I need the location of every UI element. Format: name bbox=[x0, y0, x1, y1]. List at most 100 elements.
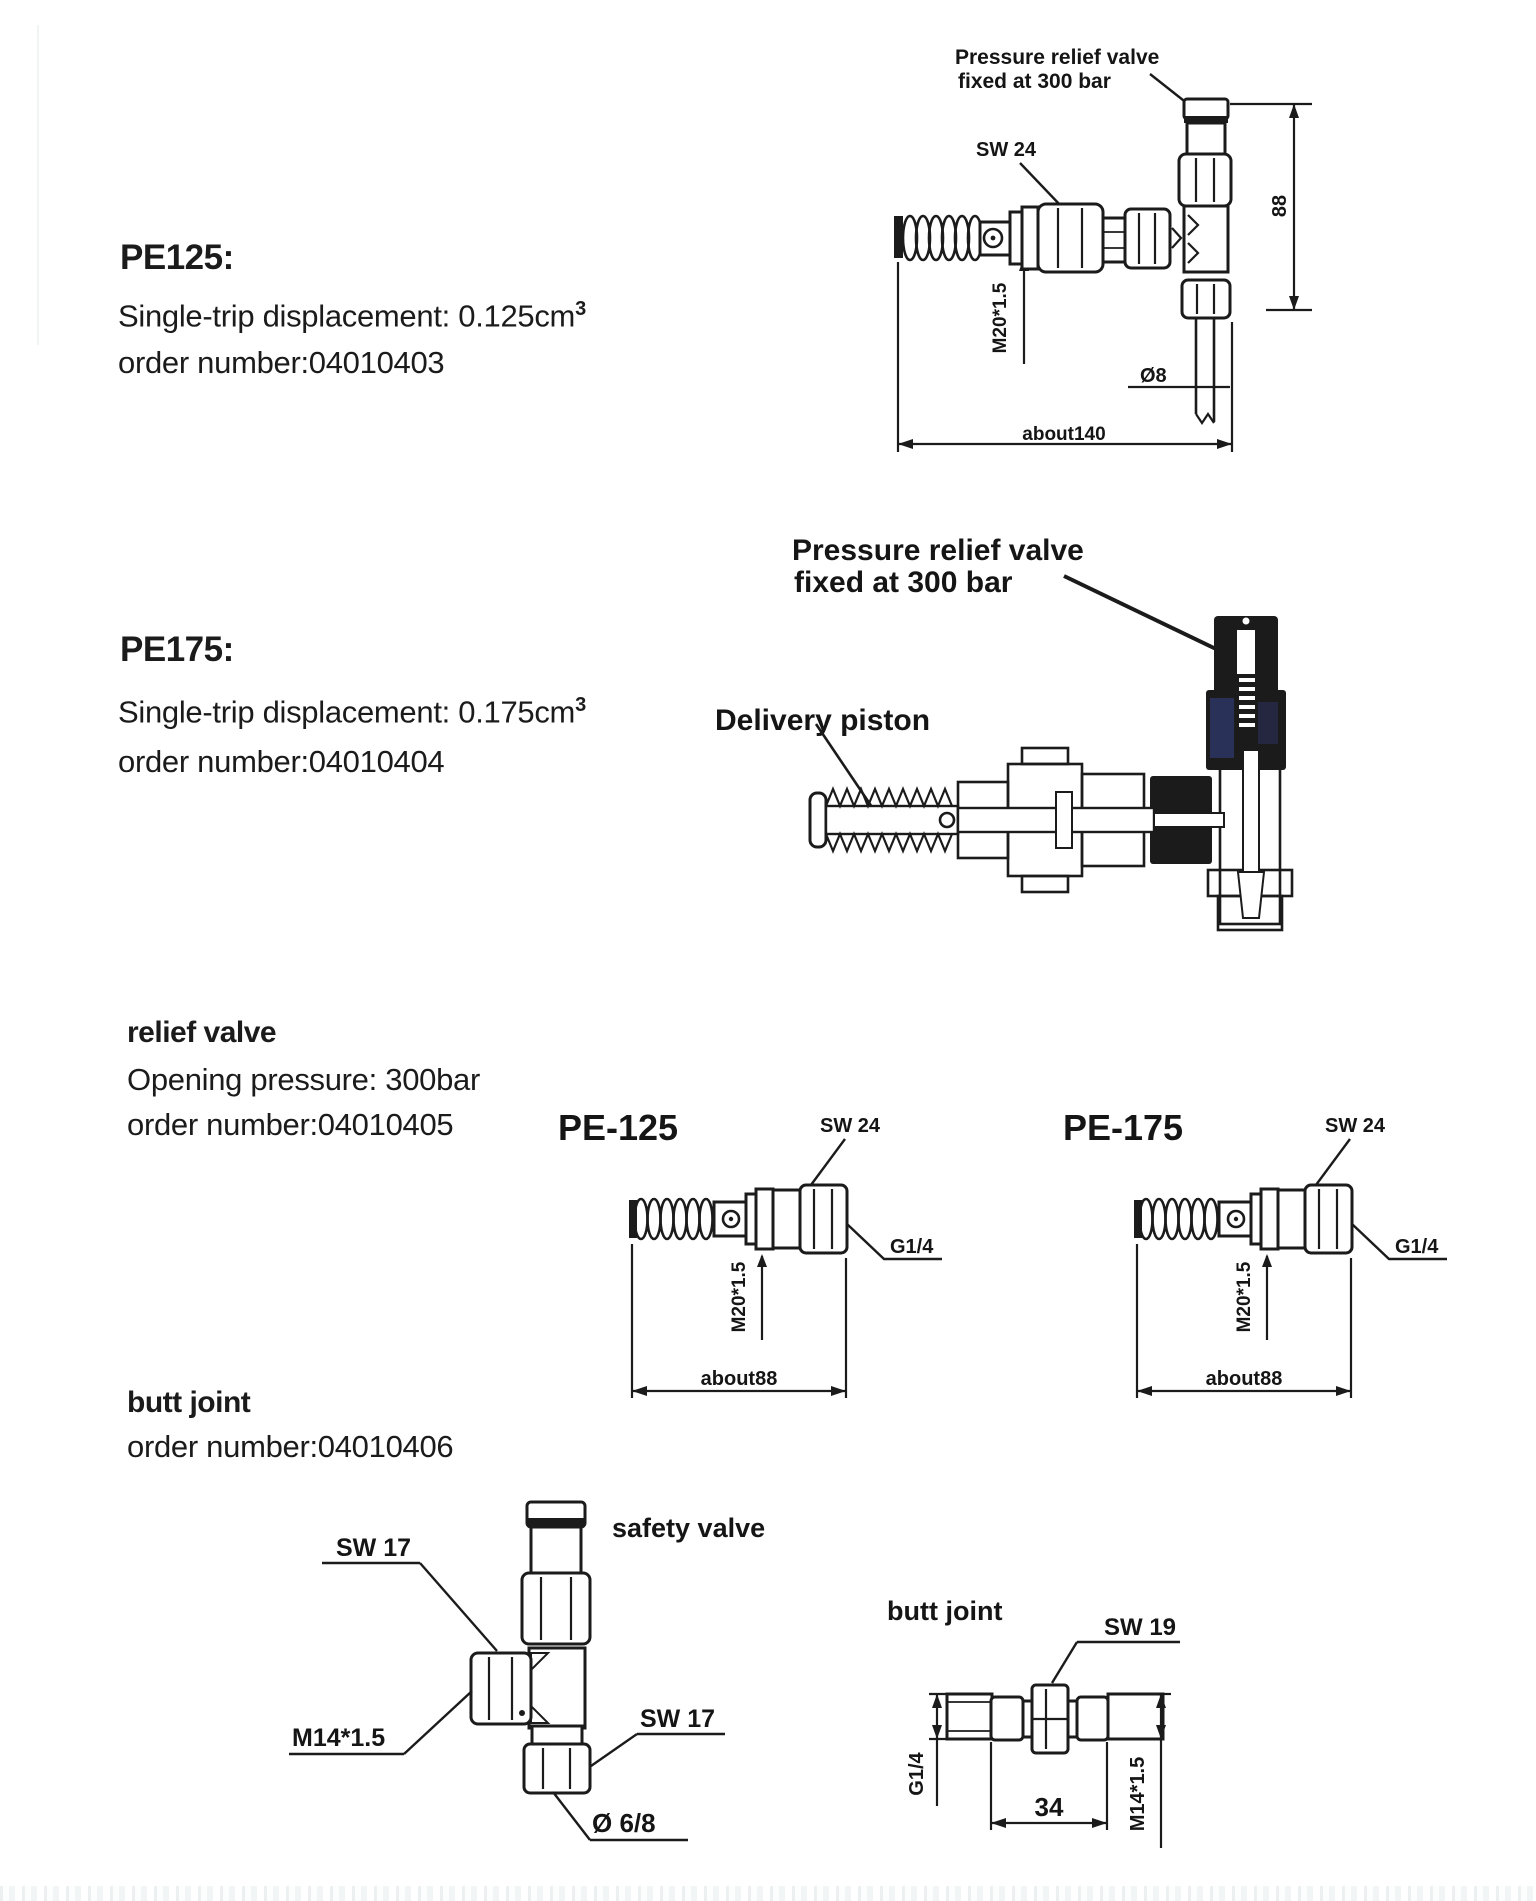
bj-right-tube bbox=[1106, 1692, 1165, 1741]
bj-right-fitting bbox=[1075, 1695, 1110, 1742]
dimension-about140: about140 bbox=[896, 262, 1234, 452]
sv-bottom-hex bbox=[522, 1742, 592, 1795]
sv-sw17-right-label: SW 17 bbox=[640, 1705, 715, 1733]
variant-pe175-heading: PE-175 bbox=[1063, 1107, 1183, 1148]
relief-valve-diagrams: PE-125 SW 24 G1/4 M20*1.5 about88 PE-175… bbox=[558, 1107, 1449, 1400]
pe125-rv-length: about88 bbox=[701, 1368, 778, 1390]
tee-body bbox=[1182, 204, 1230, 274]
spring bbox=[901, 214, 984, 262]
sv-upper-body bbox=[529, 1525, 583, 1575]
pe125-relief-leader bbox=[1149, 73, 1189, 105]
sv-sw17-top-label: SW 17 bbox=[336, 1534, 411, 1562]
pe175-displacement: Single-trip displacement: 0.175cm3 bbox=[118, 694, 586, 730]
pe175-diagram: Pressure relief valve fixed at 300 bar D… bbox=[715, 534, 1294, 932]
pe125-diagram: Pressure relief valve fixed at 300 bar S… bbox=[894, 46, 1312, 452]
pe125-displacement-text: Single-trip displacement: 0.125cm bbox=[118, 298, 576, 334]
pe125-thread-label: M20*1.5 bbox=[990, 282, 1011, 353]
lower-hex bbox=[1180, 278, 1232, 320]
pe125-sw24-label: SW 24 bbox=[976, 139, 1037, 161]
relief-valve-pressure: Opening pressure: 300bar bbox=[127, 1062, 480, 1097]
valve-seat-slot bbox=[1055, 791, 1073, 849]
sv-side-nut bbox=[469, 1651, 533, 1726]
butt-joint-diagram: butt joint SW 19 G1/4 bbox=[887, 1596, 1180, 1848]
pe175-displacement-text: Single-trip displacement: 0.175cm bbox=[118, 694, 576, 730]
pe125-length-label: about140 bbox=[1022, 424, 1105, 445]
pe125-displacement: Single-trip displacement: 0.125cm3 bbox=[118, 298, 586, 334]
sv-sw17-top-leader bbox=[419, 1562, 498, 1652]
pe125-rv-sw24: SW 24 bbox=[820, 1115, 881, 1137]
pe175-relief-leader bbox=[1063, 574, 1217, 651]
bj-fitting bbox=[929, 1683, 1171, 1755]
pe175-rv-thread: M20*1.5 bbox=[1234, 1261, 1255, 1332]
pe125-relief-valve-stack bbox=[1177, 97, 1233, 425]
bj-port-label: G1/4 bbox=[906, 1751, 928, 1795]
piston-end-cap bbox=[808, 791, 828, 849]
bj-dimension-m14: M14*1.5 bbox=[1127, 1694, 1166, 1848]
pe175-rv-length: about88 bbox=[1206, 1368, 1283, 1390]
valve-slot bbox=[1237, 630, 1255, 674]
pe175-relief-label-line1: Pressure relief valve bbox=[792, 534, 1084, 567]
variant-pe125-heading: PE-125 bbox=[558, 1107, 678, 1148]
pe125-rv-thread: M20*1.5 bbox=[729, 1261, 750, 1332]
bore-through-nut bbox=[1153, 812, 1225, 828]
pe125-order-number: order number:04010403 bbox=[118, 345, 445, 380]
bj-left-fitting bbox=[989, 1695, 1025, 1742]
pe175-relief-label-line2: fixed at 300 bar bbox=[794, 566, 1013, 599]
dimension-88: 88 bbox=[1230, 102, 1312, 312]
sv-m14-label: M14*1.5 bbox=[292, 1724, 385, 1752]
pe125-sw24-leader bbox=[1019, 162, 1063, 208]
spring-end-cap bbox=[894, 216, 903, 258]
pump-housing-section bbox=[956, 734, 1294, 932]
pe125-rv-g14: G1/4 bbox=[890, 1236, 934, 1258]
pe125-relief-label-line1: Pressure relief valve bbox=[955, 46, 1159, 69]
relief-valve-drawing bbox=[629, 1138, 942, 1398]
valve-hex bbox=[1177, 152, 1233, 208]
sv-m14-leader bbox=[403, 1690, 473, 1755]
butt-joint-title: butt joint bbox=[127, 1386, 251, 1419]
pe125-tube-label: Ø8 bbox=[1140, 365, 1167, 387]
sv-tube-leader bbox=[552, 1791, 591, 1841]
pe125-relief-label-line2: fixed at 300 bar bbox=[958, 70, 1111, 93]
relief-valve-title: relief valve bbox=[127, 1016, 277, 1049]
tube-break bbox=[1195, 412, 1215, 425]
bj-thread-label: M14*1.5 bbox=[1127, 1757, 1149, 1832]
safety-valve-diagram: SW 17 safety valve M14*1.5 SW 17 bbox=[289, 1500, 765, 1842]
hex-nut-sw24 bbox=[1036, 202, 1105, 274]
piston-eye bbox=[982, 227, 1004, 249]
valve-blue-tint bbox=[1210, 698, 1234, 758]
bj-label: butt joint bbox=[887, 1596, 1002, 1626]
bj-sw19-leader bbox=[1050, 1641, 1079, 1684]
safety-valve-label: safety valve bbox=[612, 1513, 765, 1543]
pe175-rv-g14: G1/4 bbox=[1395, 1236, 1439, 1258]
spring-coils-bottom bbox=[824, 831, 954, 854]
pe175-piston-leader bbox=[814, 723, 880, 817]
pe175-displacement-sup: 3 bbox=[575, 694, 586, 716]
bj-dimension-34: 34 bbox=[989, 1742, 1109, 1830]
sv-tube-label: Ø 6/8 bbox=[592, 1808, 656, 1838]
flow-chevron bbox=[1171, 227, 1183, 249]
scan-artifact-noise bbox=[0, 1886, 1536, 1901]
pe175-rv-sw24: SW 24 bbox=[1325, 1115, 1386, 1137]
pe125-title: PE125: bbox=[120, 238, 234, 277]
union-nut bbox=[1123, 207, 1172, 270]
pe125-displacement-sup: 3 bbox=[575, 298, 586, 320]
safety-valve-body bbox=[469, 1500, 592, 1795]
bj-dimension-g14: G1/4 bbox=[906, 1694, 942, 1806]
bj-left-tube bbox=[945, 1692, 994, 1741]
pe125-height-label: 88 bbox=[1269, 195, 1291, 217]
neck bbox=[1101, 216, 1127, 264]
bj-sw19-label: SW 19 bbox=[1104, 1614, 1176, 1641]
spring-coils-top bbox=[824, 786, 954, 809]
relief-valve-order-number: order number:04010405 bbox=[127, 1107, 454, 1142]
delivery-piston bbox=[808, 786, 960, 854]
bj-length-label: 34 bbox=[1035, 1792, 1064, 1822]
sv-hex bbox=[520, 1571, 592, 1646]
sv-sw17-right-leader bbox=[590, 1733, 638, 1767]
pe175-title: PE175: bbox=[120, 630, 234, 669]
sv-cap-band bbox=[527, 1518, 585, 1526]
pe175-order-number: order number:04010404 bbox=[118, 744, 445, 779]
piston-rod bbox=[824, 804, 960, 836]
valve-body bbox=[1185, 121, 1227, 156]
collar-1 bbox=[1008, 210, 1024, 266]
scan-artifact-line bbox=[37, 25, 39, 345]
